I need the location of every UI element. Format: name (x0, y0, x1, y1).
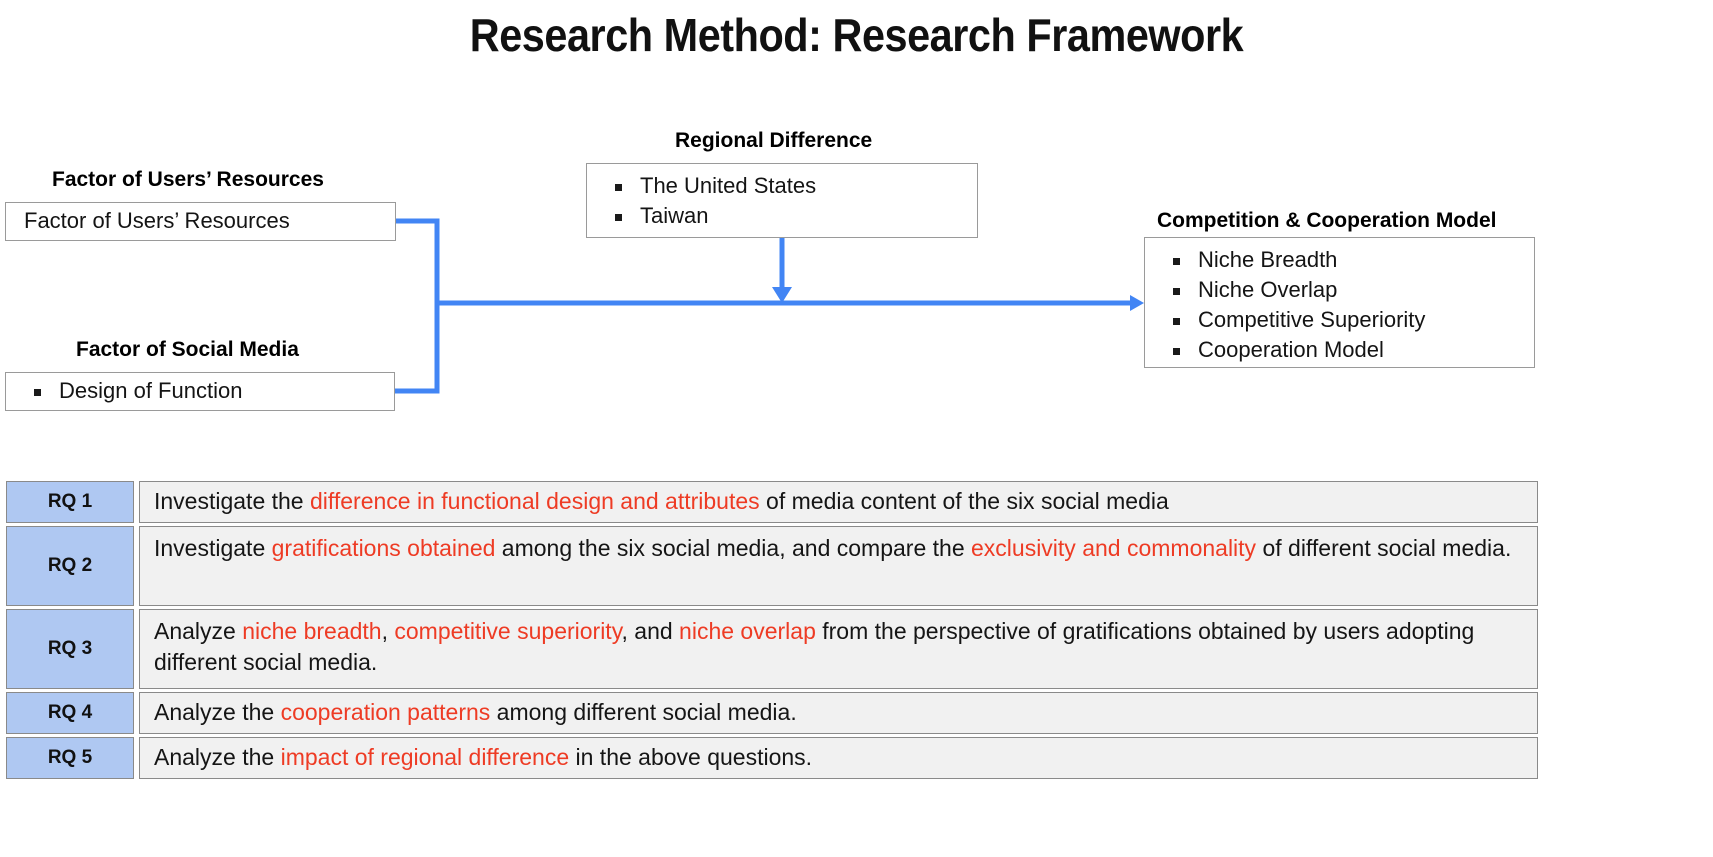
node-label-social-media: Factor of Social Media (76, 338, 299, 361)
node-box-users-resources: Factor of Users’ Resources (5, 202, 396, 241)
plain-phrase: in the above questions. (569, 744, 813, 770)
plain-phrase: among different social media. (490, 699, 797, 725)
list-item: Competitive Superiority (1145, 305, 1534, 335)
table-row: RQ 2 Investigate gratifications obtained… (6, 526, 1538, 606)
list-item: Cooperation Model (1145, 335, 1534, 365)
node-item-list: Factor of Users’ Resources (6, 203, 395, 243)
square-bullet-icon (615, 214, 622, 221)
rq-text-cell: Investigate gratifications obtained amon… (139, 526, 1538, 606)
node-box-competition-cooperation-model: Niche Breadth Niche Overlap Competitive … (1144, 237, 1535, 368)
plain-phrase: , (381, 618, 395, 644)
table-row: RQ 1 Investigate the difference in funct… (6, 481, 1538, 523)
square-bullet-icon (1173, 258, 1180, 265)
highlighted-phrase: niche overlap (679, 618, 816, 644)
node-item-list: Niche Breadth Niche Overlap Competitive … (1145, 238, 1534, 372)
rq-key-cell: RQ 2 (6, 526, 134, 606)
highlighted-phrase: gratifications obtained (271, 535, 496, 561)
table-row: RQ 3 Analyze niche breadth, competitive … (6, 609, 1538, 689)
list-item-label: Niche Overlap (1198, 277, 1338, 302)
list-item-label: Competitive Superiority (1198, 307, 1426, 332)
node-label-regional-difference: Regional Difference (675, 129, 873, 152)
square-bullet-icon (1173, 288, 1180, 295)
plain-phrase: of media content of the six social media (759, 488, 1169, 514)
list-item-label: Taiwan (640, 203, 709, 228)
rq-text-cell: Analyze the impact of regional differenc… (139, 737, 1538, 779)
square-bullet-icon (1173, 318, 1180, 325)
list-item-label: Niche Breadth (1198, 247, 1338, 272)
list-item-label: Factor of Users’ Resources (24, 208, 290, 233)
rq-text-cell: Investigate the difference in functional… (139, 481, 1538, 523)
square-bullet-icon (34, 389, 41, 396)
list-item: Niche Overlap (1145, 275, 1534, 305)
node-label-users-resources: Factor of Users’ Resources (52, 168, 324, 191)
plain-phrase: Investigate (154, 535, 272, 561)
highlighted-phrase: niche breadth (242, 618, 382, 644)
node-label-competition-cooperation-model: Competition & Cooperation Model (1157, 209, 1497, 232)
rq-text-cell: Analyze niche breadth, competitive super… (139, 609, 1538, 689)
list-item: The United States (587, 171, 977, 201)
highlighted-phrase: impact of regional difference (280, 744, 570, 770)
list-item-label: Design of Function (59, 378, 243, 403)
highlighted-phrase: exclusivity and commonality (971, 535, 1257, 561)
node-item-list: The United States Taiwan (587, 164, 977, 238)
highlighted-phrase: cooperation patterns (280, 699, 491, 725)
plain-phrase: Analyze the (154, 699, 281, 725)
rq-key-cell: RQ 5 (6, 737, 134, 779)
plain-phrase: Investigate the (154, 488, 310, 514)
list-item: Niche Breadth (1145, 245, 1534, 275)
research-framework-diagram: Factor of Users’ Resources Factor of Use… (5, 129, 1535, 411)
plain-phrase: among the six social media, and compare … (495, 535, 971, 561)
rq-text-cell: Analyze the cooperation patterns among d… (139, 692, 1538, 734)
plain-phrase: , and (621, 618, 680, 644)
plain-phrase: from the perspective of gratifications o… (154, 618, 1475, 675)
plain-phrase: Analyze (154, 618, 243, 644)
plain-phrase: Analyze the (154, 744, 281, 770)
list-item: Taiwan (587, 201, 977, 231)
node-item-list: Design of Function (6, 373, 394, 413)
highlighted-phrase: difference in functional design and attr… (310, 488, 760, 514)
rq-key-cell: RQ 1 (6, 481, 134, 523)
list-item-label: The United States (640, 173, 817, 198)
table-row: RQ 5 Analyze the impact of regional diff… (6, 737, 1538, 779)
list-item-label: Cooperation Model (1198, 337, 1384, 362)
list-item: Factor of Users’ Resources (6, 206, 395, 236)
node-box-regional-difference: The United States Taiwan (586, 163, 978, 238)
square-bullet-icon (615, 184, 622, 191)
square-bullet-icon (1173, 348, 1180, 355)
research-questions-table: RQ 1 Investigate the difference in funct… (6, 481, 1538, 782)
node-box-social-media: Design of Function (5, 372, 395, 411)
rq-key-cell: RQ 3 (6, 609, 134, 689)
page-title: Research Method: Research Framework (469, 9, 1244, 61)
list-item: Design of Function (6, 376, 394, 406)
table-row: RQ 4 Analyze the cooperation patterns am… (6, 692, 1538, 734)
highlighted-phrase: competitive superiority (394, 618, 622, 644)
rq-key-cell: RQ 4 (6, 692, 134, 734)
plain-phrase: of different social media. (1256, 535, 1512, 561)
